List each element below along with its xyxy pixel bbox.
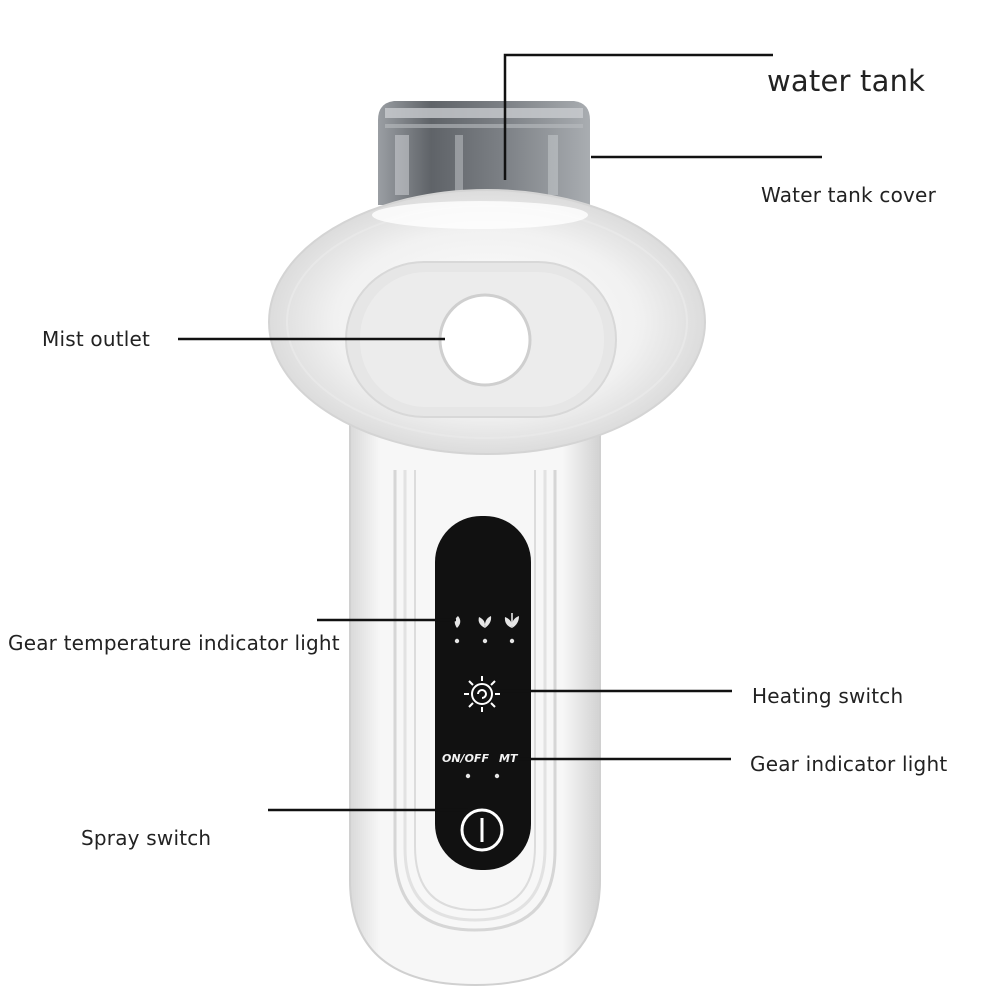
spray-switch-label: Spray switch [81,826,212,850]
on-off-indicator-dot [465,773,471,779]
swirl-sun-icon[interactable] [464,676,500,712]
gear-temperature-indicator-label: Gear temperature indicator light [8,631,340,655]
mt-indicator-dot [494,773,500,779]
leaf-two-icon [478,616,492,644]
water-tank-label: water tank [767,64,926,98]
on-off-text: ON/OFF [442,752,489,765]
mist-outlet [438,293,532,387]
water-tank-cover-label: Water tank cover [761,183,936,207]
heating-switch-label: Heating switch [752,684,904,708]
leader-lines [178,53,822,812]
leader-water-tank [503,53,773,180]
mist-outlet-label: Mist outlet [42,327,151,351]
mt-text: MT [499,752,518,765]
water-tank [378,101,590,205]
leaf-three-icon [504,613,519,644]
leaf-one-icon [454,616,461,644]
control-panel [435,516,531,870]
gear-indicator-light-label: Gear indicator light [750,752,948,776]
power-icon[interactable] [460,808,504,852]
